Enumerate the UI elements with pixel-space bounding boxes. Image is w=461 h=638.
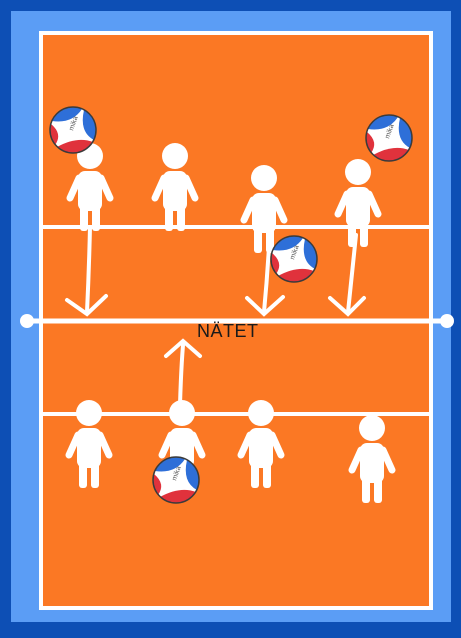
arrow-up-1 <box>164 338 202 407</box>
net-label: NÄTET <box>197 321 259 341</box>
net-post-left <box>20 314 34 328</box>
volleyball-icon <box>270 235 318 284</box>
volleyball-icon <box>49 106 97 155</box>
arrow-down-1 <box>65 225 108 317</box>
net-post-right <box>440 314 454 328</box>
volleyball-icon <box>152 456 200 505</box>
volleyball-icon <box>365 114 413 163</box>
